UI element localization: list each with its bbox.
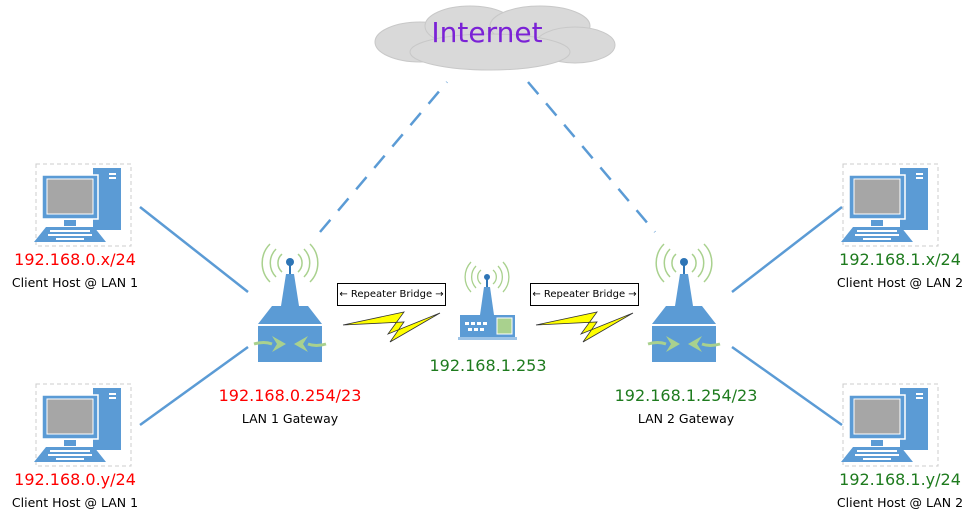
wireless-link-lightning xyxy=(342,311,634,343)
host-caption: Client Host @ LAN 2 xyxy=(836,275,964,290)
gateway-ip: 192.168.1.254/23 xyxy=(614,386,758,405)
host-ip: 192.168.0.y/24 xyxy=(14,470,136,489)
gateway-caption: LAN 1 Gateway xyxy=(241,411,339,426)
desktop-computer-icon xyxy=(840,383,939,467)
internet-links xyxy=(319,81,656,233)
wired-links xyxy=(139,206,843,427)
host-caption: Client Host @ LAN 1 xyxy=(11,495,139,510)
internet-label: Internet xyxy=(431,16,543,49)
desktop-computer-icon xyxy=(33,383,132,467)
gateway-ip: 192.168.0.254/23 xyxy=(218,386,362,405)
host-ip: 192.168.1.y/24 xyxy=(839,470,961,489)
repeater-bridge-label: ← Repeater Bridge → xyxy=(337,283,446,306)
repeater-ip: 192.168.1.253 xyxy=(429,356,547,375)
desktop-computer-icon xyxy=(33,163,132,247)
repeater-bridge-label: ← Repeater Bridge → xyxy=(530,283,639,306)
host-ip: 192.168.1.x/24 xyxy=(839,250,961,269)
host-ip: 192.168.0.x/24 xyxy=(14,250,136,269)
host-caption: Client Host @ LAN 1 xyxy=(11,275,139,290)
desktop-computer-icon xyxy=(840,163,939,247)
cloud-icon xyxy=(374,5,616,71)
wireless-router-icon xyxy=(646,242,722,364)
host-caption: Client Host @ LAN 2 xyxy=(836,495,964,510)
wireless-access-point-icon xyxy=(458,261,517,340)
gateway-caption: LAN 2 Gateway xyxy=(637,411,735,426)
wireless-router-icon xyxy=(252,242,328,364)
